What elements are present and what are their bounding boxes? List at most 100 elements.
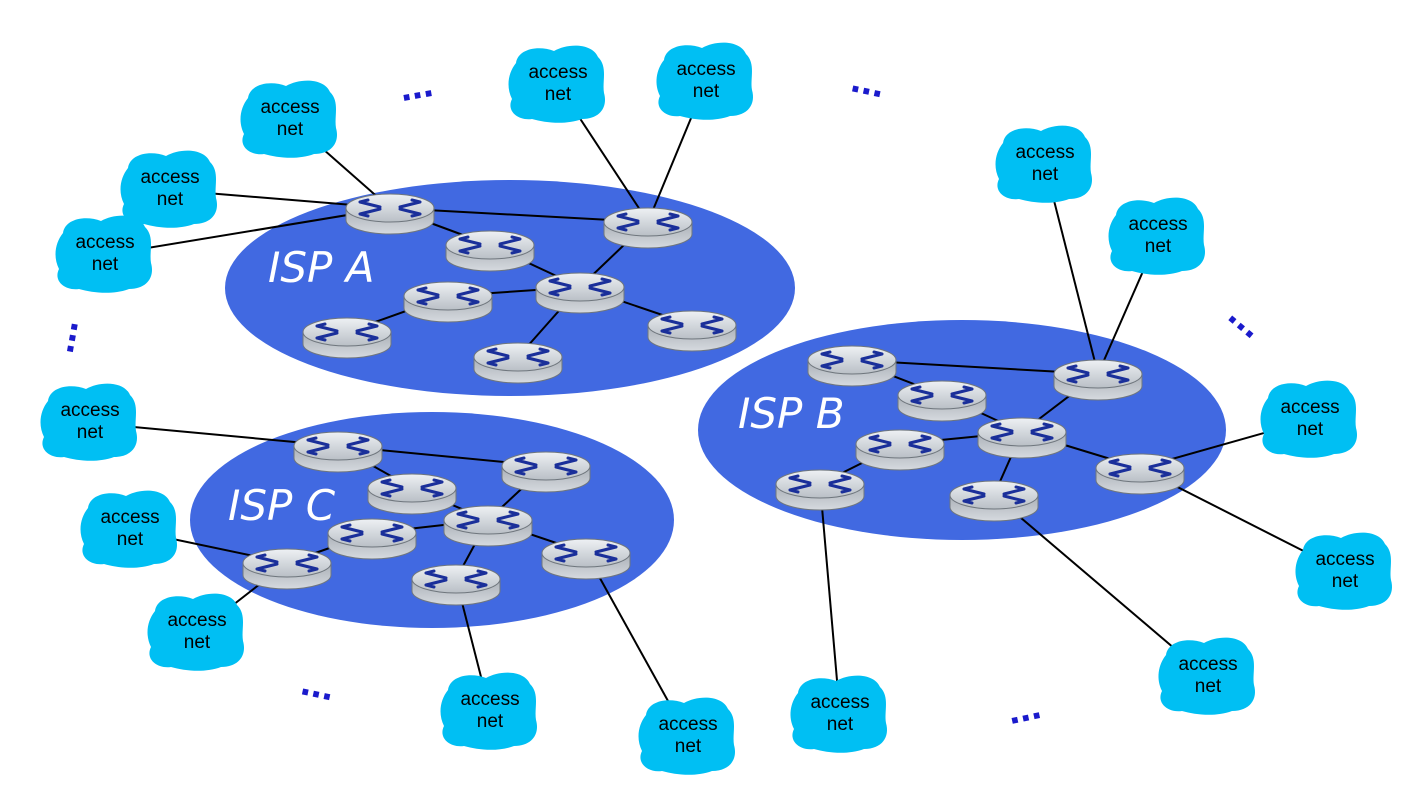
access-net-label-line1: access — [167, 610, 226, 631]
access-net-label-line2: net — [184, 632, 211, 653]
link-n3-a1 — [104, 207, 391, 256]
router-icon — [403, 281, 493, 323]
router-icon — [1053, 359, 1143, 401]
access-net-label-line2: net — [1195, 676, 1222, 697]
router-icon — [949, 480, 1039, 522]
access-net-label-line2: net — [277, 119, 304, 140]
access-net-label-line2: net — [77, 422, 104, 443]
router-icon — [302, 317, 392, 359]
router-icon — [473, 342, 563, 384]
access-net-label-line1: access — [658, 714, 717, 735]
access-net-label-line2: net — [1145, 236, 1172, 257]
router-icon — [443, 505, 533, 547]
access-net-label-line2: net — [1332, 571, 1359, 592]
router-icon — [775, 469, 865, 511]
access-net-label-line2: net — [157, 189, 184, 210]
ellipsis-top-right: ... — [848, 56, 890, 106]
access-net-label-line1: access — [1280, 397, 1339, 418]
access-net-label-line2: net — [117, 529, 144, 550]
cloud-shape — [40, 383, 138, 461]
router-icon — [897, 380, 987, 422]
isp-a-label: ISP A — [268, 243, 374, 292]
cloud-shape — [1295, 532, 1393, 610]
cloud-shape — [1260, 380, 1358, 458]
access-net-label-line2: net — [675, 736, 702, 757]
access-net-label-line1: access — [140, 167, 199, 188]
router-icon — [327, 518, 417, 560]
ellipsis-bottom-left: ... — [297, 659, 339, 709]
cloud-shape — [1158, 637, 1256, 715]
access-net-label-line2: net — [1297, 419, 1324, 440]
cloud-shape — [440, 672, 538, 750]
router-icon — [293, 431, 383, 473]
router-icon — [603, 207, 693, 249]
access-net-label-line1: access — [260, 97, 319, 118]
cloud-shape — [508, 45, 606, 123]
cloud-shape — [656, 42, 754, 120]
access-net-label-line1: access — [75, 232, 134, 253]
router-icon — [541, 538, 631, 580]
access-net-label-line1: access — [1015, 142, 1074, 163]
cloud-shape — [790, 675, 888, 753]
cloud-shape — [995, 125, 1093, 203]
isp-b-label: ISP B — [738, 389, 845, 438]
ellipsis-top-left: ... — [396, 61, 436, 110]
cloud-shape — [240, 80, 338, 158]
router-icon — [445, 230, 535, 272]
cloud-shape — [147, 593, 245, 671]
ellipsis-left: ... — [38, 316, 87, 356]
link-n11-b6 — [819, 483, 841, 716]
router-icon — [855, 429, 945, 471]
router-icon — [345, 193, 435, 235]
cloud-shape — [80, 490, 178, 568]
access-net-label-line1: access — [810, 692, 869, 713]
access-net-label-line2: net — [545, 84, 572, 105]
router-icon — [411, 564, 501, 606]
ellipsis-right: ... — [1220, 292, 1274, 347]
cloud-shape — [55, 215, 153, 293]
access-net-label-line1: access — [676, 59, 735, 80]
routers — [242, 193, 1185, 606]
router-icon — [367, 473, 457, 515]
cloud-shape — [638, 697, 736, 775]
router-icon — [501, 451, 591, 493]
access-net-label-line1: access — [1128, 214, 1187, 235]
access-net-label-line1: access — [100, 507, 159, 528]
access-net-label-line2: net — [477, 711, 504, 732]
router-icon — [242, 548, 332, 590]
access-net-label-line1: access — [460, 689, 519, 710]
access-net-label-line2: net — [1032, 164, 1059, 185]
cloud-shape — [120, 150, 218, 228]
access-net-label-line2: net — [92, 254, 119, 275]
router-icon — [807, 345, 897, 387]
cloud-shape — [1108, 197, 1206, 275]
access-networks: accessnetaccessnetaccessnetaccessnetacce… — [40, 42, 1393, 775]
isp-c-label: ISP C — [228, 481, 336, 530]
router-icon — [1095, 453, 1185, 495]
ellipsis-bottom-right: ... — [1003, 683, 1045, 733]
access-net-label-line1: access — [1178, 654, 1237, 675]
router-icon — [535, 272, 625, 314]
access-net-label-line1: access — [528, 62, 587, 83]
router-icon — [977, 417, 1067, 459]
access-net-label-line1: access — [1315, 549, 1374, 570]
router-icon — [647, 310, 737, 352]
access-net-label-line1: access — [60, 400, 119, 421]
